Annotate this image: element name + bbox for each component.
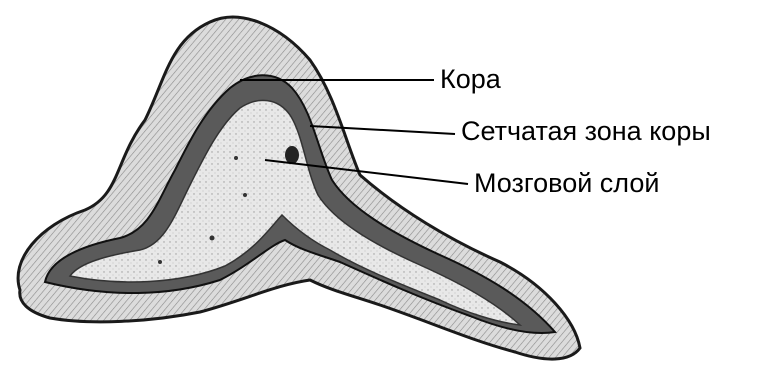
medulla-vessel [210, 236, 215, 241]
medulla-vessel [158, 260, 162, 264]
label-reticular-zone: Сетчатая зона коры [461, 118, 711, 145]
label-medulla: Мозговой слой [474, 170, 659, 197]
medulla-vessel [243, 193, 247, 197]
medulla-vessel [234, 156, 238, 160]
label-cortex: Кора [440, 66, 501, 93]
central-vein [285, 146, 299, 164]
